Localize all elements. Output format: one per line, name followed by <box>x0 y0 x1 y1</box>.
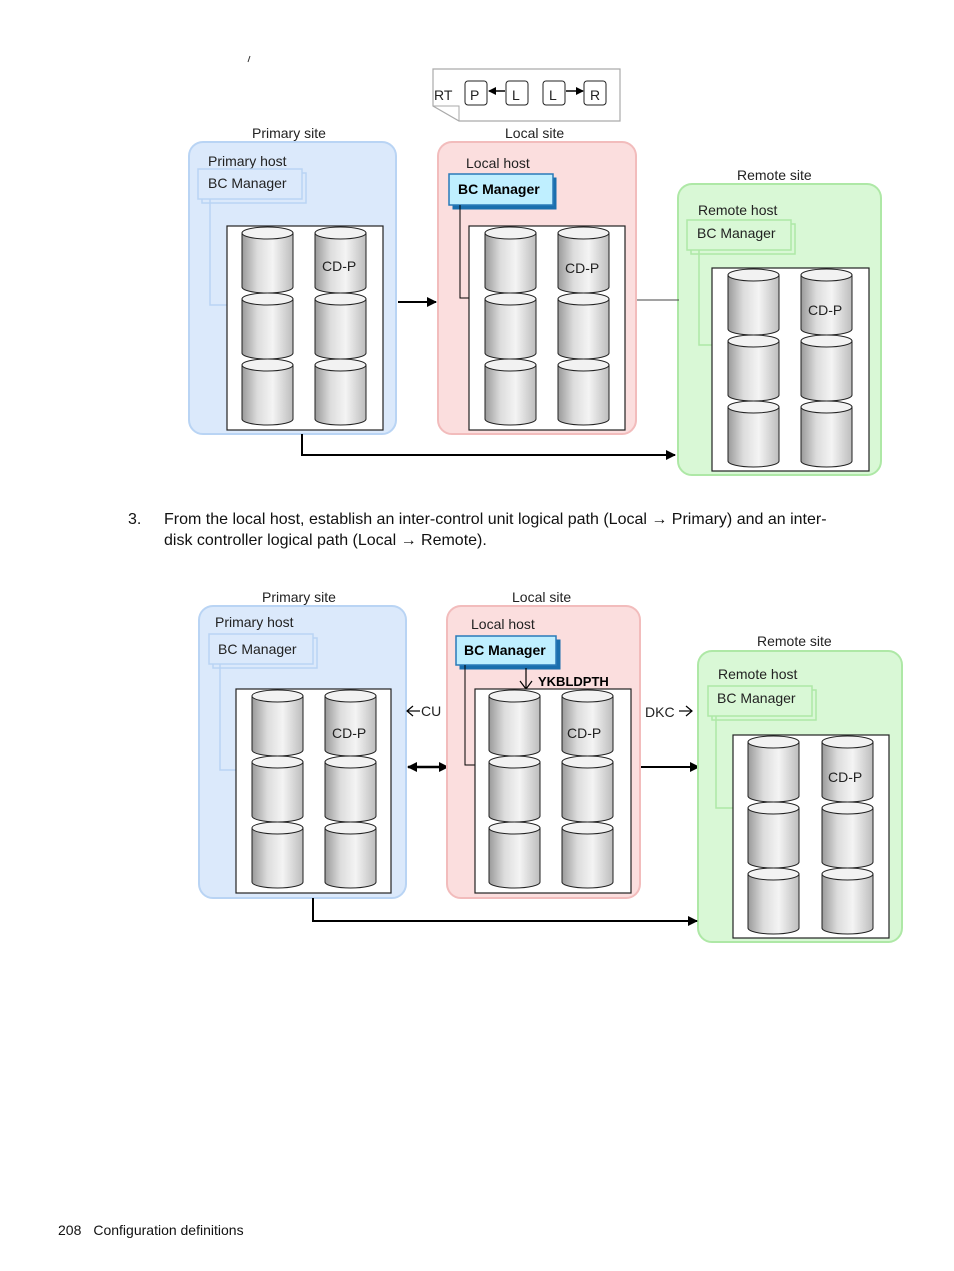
disk-volume-4 <box>821 801 874 869</box>
step-text: From the local host, establish an inter-… <box>164 511 827 549</box>
d1-remote-bc-manager <box>686 219 792 251</box>
disk-volume-4 <box>800 334 853 402</box>
d1-primary-bc-label: BC Manager <box>208 175 287 191</box>
d1-primary-bc-manager <box>197 168 303 200</box>
disk-volume-2 <box>821 735 874 803</box>
d1-local-volumes <box>484 226 610 426</box>
disk-volume-1 <box>488 689 541 757</box>
d2-primary-bc-manager <box>208 633 314 665</box>
disk-volume-6 <box>561 821 614 889</box>
disk-volume-4 <box>557 292 610 360</box>
disk-volume-3 <box>484 292 537 360</box>
disk-volume-6 <box>324 821 377 889</box>
disk-volume-4 <box>561 755 614 823</box>
disk-volume-5 <box>241 358 294 426</box>
disk-volume-3 <box>241 292 294 360</box>
disk-volume-6 <box>314 358 367 426</box>
legend-volume-l2: L <box>542 80 566 106</box>
d2-local-volumes <box>488 689 614 889</box>
d2-dkc-label: DKC <box>645 704 675 720</box>
d1-remote-bc-label: BC Manager <box>697 225 776 241</box>
disk-volume-5 <box>747 867 800 935</box>
disk-volume-3 <box>251 755 304 823</box>
disk-volume-4 <box>314 292 367 360</box>
disk-volume-2 <box>557 226 610 294</box>
d1-local-bc-label: BC Manager <box>458 181 540 197</box>
disk-volume-2 <box>324 689 377 757</box>
disk-volume-1 <box>251 689 304 757</box>
d1-local-bc-manager <box>448 173 554 206</box>
svg-text:L: L <box>549 87 557 103</box>
d1-remote-site-label: Remote site <box>737 167 812 183</box>
d2-cu-label: CU <box>421 703 441 719</box>
disk-volume-5 <box>484 358 537 426</box>
d1-remote-volumes <box>727 268 853 468</box>
disk-volume-4 <box>324 755 377 823</box>
d2-local-cdp: CD-P <box>567 725 601 741</box>
d1-local-cdp: CD-P <box>565 260 599 276</box>
d1-remote-host-label: Remote host <box>698 202 777 218</box>
d2-command-label: YKBLDPTH <box>538 674 609 689</box>
disk-volume-6 <box>800 400 853 468</box>
legend-volume-l1: L <box>505 80 529 106</box>
disk-volume-2 <box>561 689 614 757</box>
disk-volume-3 <box>488 755 541 823</box>
disk-volume-1 <box>484 226 537 294</box>
d2-remote-cdp: CD-P <box>828 769 862 785</box>
d2-local-host-label: Local host <box>471 616 535 632</box>
d2-local-site-label: Local site <box>512 589 571 605</box>
d2-primary-cdp: CD-P <box>332 725 366 741</box>
page-number: 208 <box>58 1222 82 1238</box>
d1-local-site-label: Local site <box>505 125 564 141</box>
disk-volume-2 <box>800 268 853 336</box>
disk-volume-5 <box>251 821 304 889</box>
legend-volume-p: P <box>464 80 488 106</box>
disk-volume-3 <box>747 801 800 869</box>
d2-primary-volumes <box>251 689 377 889</box>
page-footer: 208 Configuration definitions <box>58 1222 256 1238</box>
d1-local-host-label: Local host <box>466 155 530 171</box>
d2-remote-bc-label: BC Manager <box>717 690 796 706</box>
legend-volume-r: R <box>583 80 607 106</box>
footer-section: Configuration definitions <box>93 1222 244 1238</box>
disk-volume-1 <box>747 735 800 803</box>
d2-remote-host-label: Remote host <box>718 666 797 682</box>
d1-remote-cdp: CD-P <box>808 302 842 318</box>
stray-mark <box>247 55 251 63</box>
disk-volume-2 <box>314 226 367 294</box>
d2-local-bc-manager <box>455 635 557 666</box>
d2-primary-site-label: Primary site <box>262 589 336 605</box>
disk-volume-5 <box>488 821 541 889</box>
diagram-2: Primary site Primary host BC Manager CU … <box>198 589 903 943</box>
svg-text:P: P <box>470 87 479 103</box>
legend-rt: RT <box>434 87 453 103</box>
d1-primary-host-label: Primary host <box>208 153 287 169</box>
diagram-1: RT P L L R Primary site Primary host <box>188 68 882 476</box>
d2-primary-host-label: Primary host <box>215 614 294 630</box>
disk-volume-1 <box>241 226 294 294</box>
d2-local-bc-label: BC Manager <box>464 642 546 658</box>
d2-arrow-primary-to-remote <box>312 898 698 926</box>
d2-dkc-arrow-icon <box>685 705 693 717</box>
d2-remote-site-label: Remote site <box>757 633 832 649</box>
disk-volume-1 <box>727 268 780 336</box>
disk-volume-3 <box>727 334 780 402</box>
d1-primary-site-label: Primary site <box>252 125 326 141</box>
step-number: 3. <box>128 511 142 528</box>
disk-volume-5 <box>727 400 780 468</box>
legend-box: RT P L L R <box>432 68 621 122</box>
svg-text:R: R <box>590 87 600 103</box>
d2-remote-bc-manager <box>707 685 813 717</box>
d2-cu-arrow-icon <box>406 705 414 717</box>
d1-primary-volumes <box>241 226 367 426</box>
disk-volume-6 <box>557 358 610 426</box>
d2-primary-bc-label: BC Manager <box>218 641 297 657</box>
svg-text:L: L <box>512 87 520 103</box>
d1-primary-cdp: CD-P <box>322 258 356 274</box>
d2-remote-volumes <box>747 735 874 935</box>
disk-volume-6 <box>821 867 874 935</box>
d1-arrow-primary-to-remote <box>301 434 676 460</box>
